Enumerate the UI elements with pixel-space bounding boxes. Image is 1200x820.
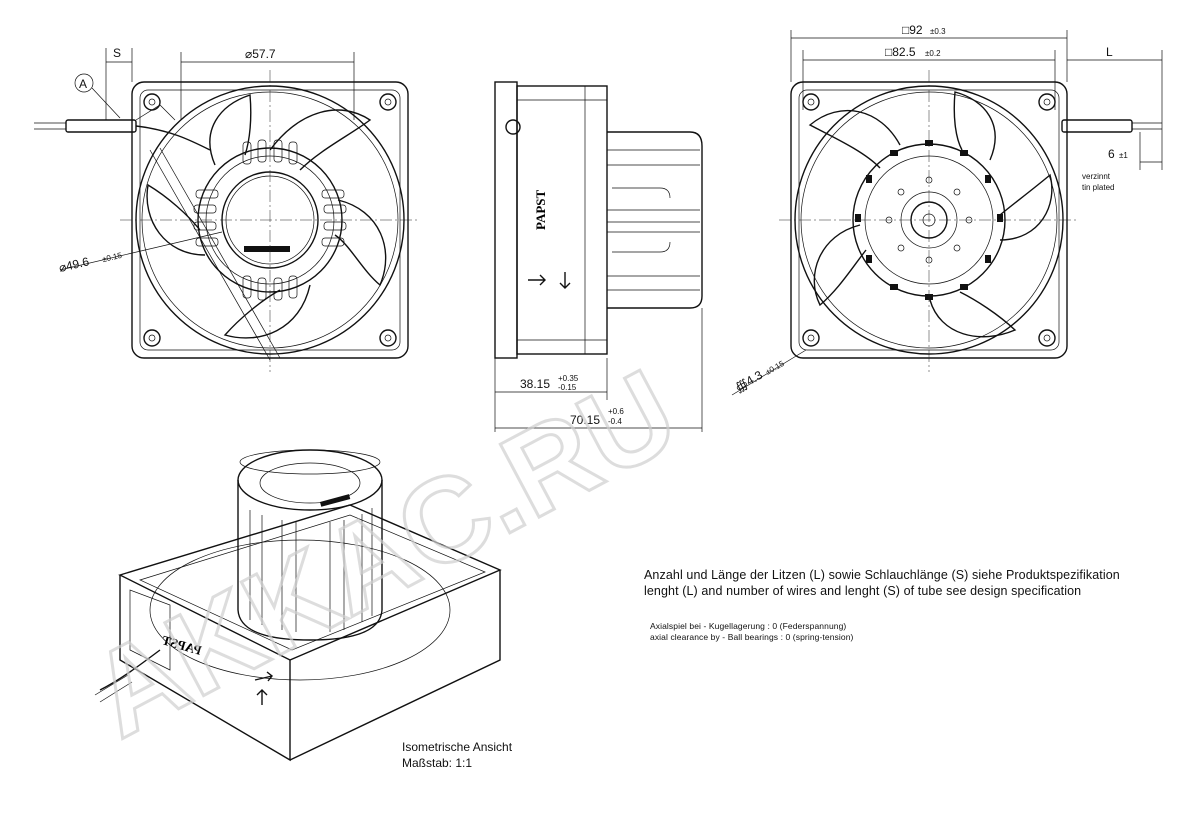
tin-plated-en: tin plated: [1082, 183, 1114, 192]
brand-text-side: PAPST: [533, 189, 548, 230]
dim-depth-70-tol-up: +0.6: [608, 407, 624, 416]
side-view: PAPST 38.15 +0.35 -0.15 70.15 +0.6 -0.4: [494, 81, 703, 432]
note-axial-de: Axialspiel bei - Kugellagerung : 0 (Fede…: [650, 621, 847, 631]
dim-sq-82: □82.5: [885, 45, 916, 59]
iso-scale: Maßstab: 1:1: [402, 756, 473, 770]
dim-dia-49-tol: ±0.15: [101, 251, 123, 264]
isometric-view: PAPST: [94, 449, 502, 762]
dim-depth-70-tol-dn: -0.4: [608, 417, 622, 426]
iso-title: Isometrische Ansicht: [402, 740, 513, 754]
dim-depth-70: 70.15: [570, 413, 600, 427]
rear-view: □92 ±0.3 □82.5 ±0.2 L 6 ±1 verzinnt tin …: [731, 23, 1163, 396]
dim-depth-38-tol-up: +0.35: [558, 374, 579, 383]
side-ribs: [607, 149, 700, 291]
dim-six-tol: ±1: [1119, 151, 1128, 160]
dim-six: 6: [1108, 147, 1115, 161]
dim-dia-57: ⌀57.7: [245, 47, 276, 61]
note-wires-en: lenght (L) and number of wires and lengh…: [644, 584, 1082, 598]
front-view: S A ⌀57.7 ⌀49.6 ±0.15: [34, 46, 420, 372]
dim-s-label: S: [113, 46, 121, 60]
iso-label-plate: [319, 494, 351, 507]
mounting-holes: [143, 93, 397, 347]
watermark: AKKAC.RU: [69, 344, 697, 763]
dim-sq-82-tol: ±0.2: [925, 49, 941, 58]
callout-a: A: [79, 77, 87, 91]
rear-lead-wires: [1061, 119, 1162, 133]
iso-flow-arrows: [254, 671, 273, 705]
fan-blades: [146, 94, 387, 339]
flow-arrows: [528, 272, 571, 289]
label-plate: [244, 246, 290, 252]
dim-depth-38-tol-dn: -0.15: [558, 383, 577, 392]
dim-dia-49: ⌀49.6: [58, 254, 91, 275]
dim-hole-dia: ∰4.3: [733, 368, 766, 395]
note-wires-de: Anzahl und Länge der Litzen (L) sowie Sc…: [644, 568, 1120, 582]
tin-plated-de: verzinnt: [1082, 172, 1111, 181]
rear-blades: [808, 91, 1053, 338]
dim-depth-38: 38.15: [520, 377, 550, 391]
hub-ribs: [193, 139, 347, 301]
dim-sq-92-tol: ±0.3: [930, 27, 946, 36]
iso-ribs: [249, 508, 373, 632]
note-axial-en: axial clearance by - Ball bearings : 0 (…: [650, 632, 854, 642]
dim-sq-92: □92: [902, 23, 923, 37]
lead-wires: [34, 104, 281, 361]
dim-hole-tol: ±0.15: [764, 359, 786, 377]
dim-l-label: L: [1106, 45, 1113, 59]
